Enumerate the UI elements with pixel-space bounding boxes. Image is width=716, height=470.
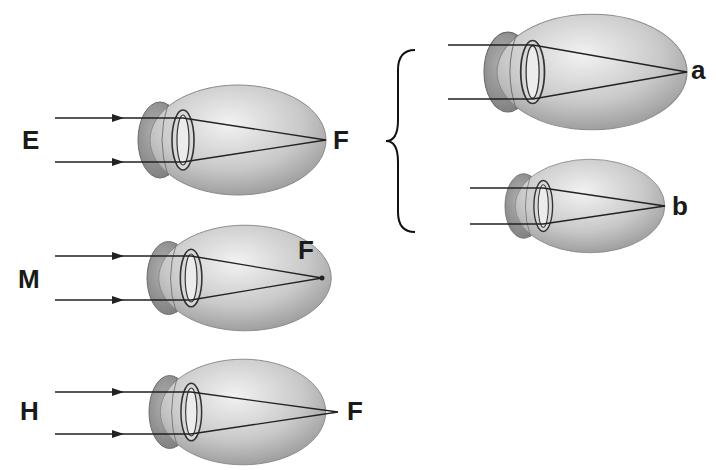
focus-label: F bbox=[333, 127, 349, 153]
eye bbox=[505, 159, 665, 253]
eye-label: E bbox=[22, 127, 39, 153]
eye bbox=[149, 359, 326, 465]
focal-point bbox=[320, 276, 325, 281]
eye bbox=[147, 225, 331, 331]
light-rays bbox=[470, 188, 665, 224]
eye-label: a bbox=[691, 57, 705, 83]
light-rays bbox=[55, 256, 322, 300]
light-rays bbox=[55, 118, 326, 162]
eye bbox=[484, 14, 687, 130]
eye-label: H bbox=[20, 398, 39, 424]
focus-label: F bbox=[298, 237, 314, 263]
light-rays bbox=[55, 392, 338, 434]
arrowheads bbox=[112, 388, 124, 438]
arrowheads bbox=[112, 114, 124, 166]
eye-label: b bbox=[672, 193, 688, 219]
arrowheads bbox=[112, 252, 124, 304]
light-rays bbox=[448, 45, 687, 99]
eye-label: M bbox=[18, 266, 40, 292]
focus-label: F bbox=[347, 398, 363, 424]
brace bbox=[386, 50, 415, 232]
eye bbox=[138, 85, 326, 195]
